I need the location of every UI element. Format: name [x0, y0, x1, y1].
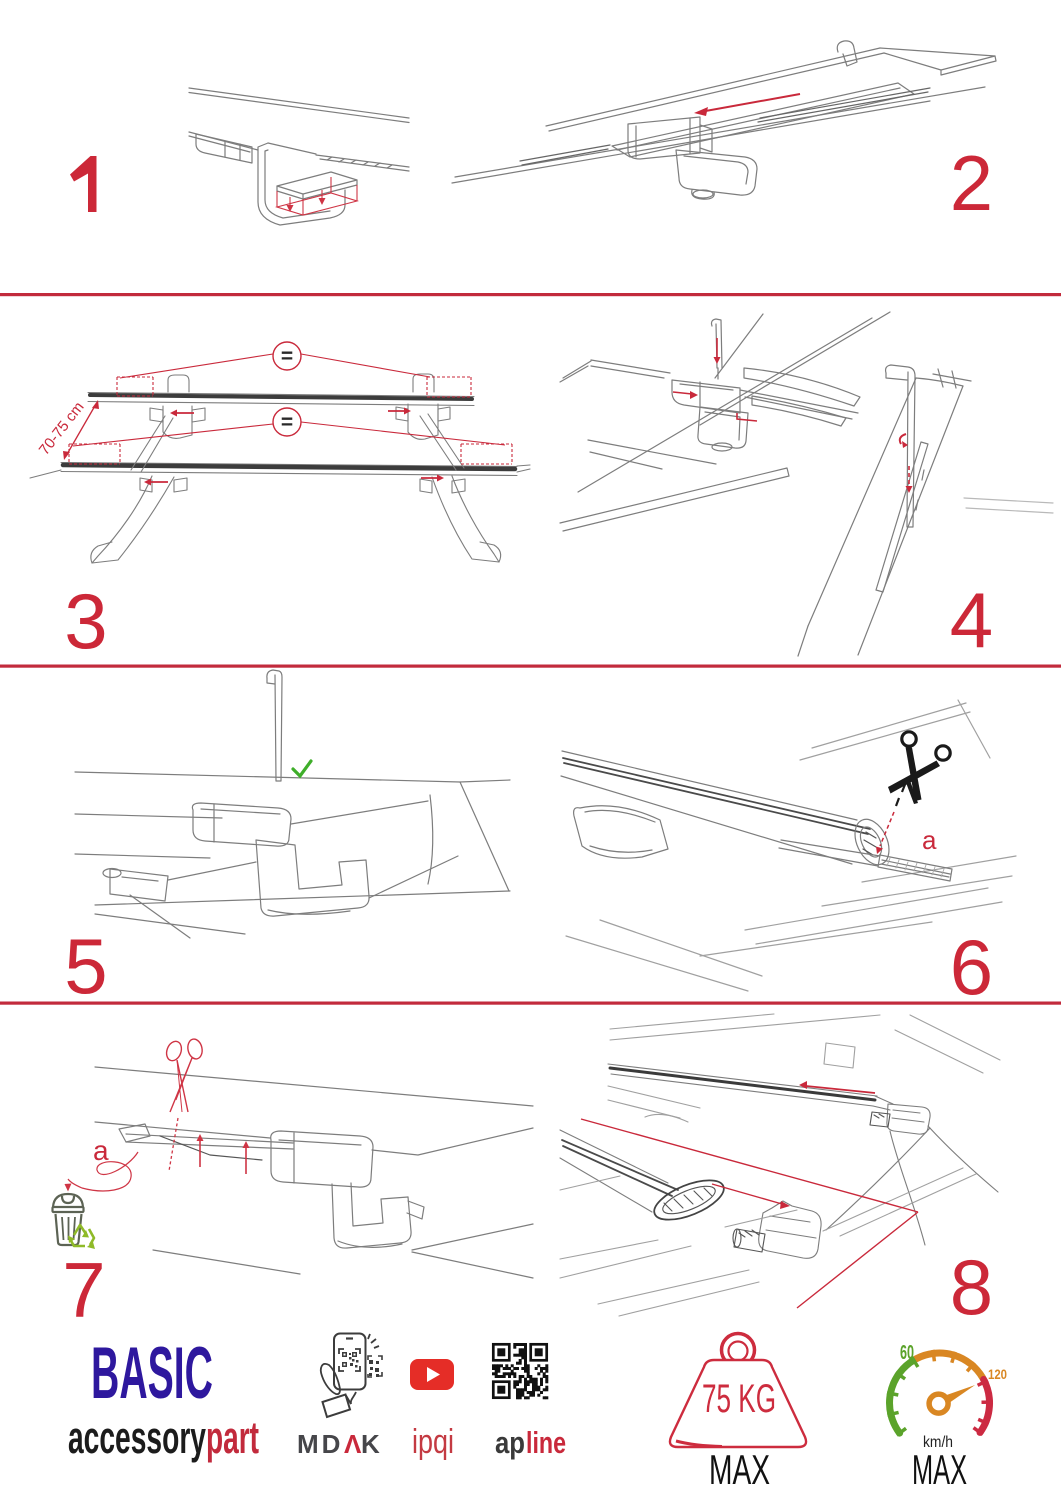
svg-text:6: 6: [950, 923, 993, 1011]
svg-text:60: 60: [900, 1342, 914, 1364]
svg-text:120: 120: [988, 1366, 1007, 1382]
svg-text:km/h: km/h: [923, 1434, 953, 1451]
svg-text:MAX: MAX: [709, 1446, 770, 1493]
svg-text:8: 8: [950, 1243, 993, 1331]
svg-text:a: a: [93, 1135, 109, 1166]
svg-text:part: part: [206, 1412, 259, 1463]
svg-text:line: line: [526, 1425, 566, 1460]
svg-text:a: a: [922, 825, 937, 855]
svg-text:5: 5: [64, 922, 107, 1010]
svg-text:70-75 cm: 70-75 cm: [36, 399, 88, 459]
svg-text:Λ: Λ: [344, 1429, 362, 1459]
svg-text:=: =: [281, 345, 293, 368]
svg-text:BASIC: BASIC: [91, 1333, 213, 1414]
svg-text:7: 7: [62, 1246, 105, 1334]
svg-text:=: =: [281, 411, 293, 434]
svg-text:K: K: [361, 1429, 380, 1459]
svg-text:75 KG: 75 KG: [702, 1377, 776, 1421]
svg-text:3: 3: [64, 577, 107, 665]
svg-text:ap: ap: [495, 1425, 525, 1460]
svg-text:4: 4: [950, 576, 993, 664]
svg-text:ipqi: ipqi: [412, 1423, 454, 1461]
svg-text:MD: MD: [297, 1429, 343, 1459]
svg-text:MAX: MAX: [912, 1446, 967, 1493]
svg-text:2: 2: [950, 139, 993, 227]
svg-text:accessory: accessory: [68, 1412, 206, 1463]
